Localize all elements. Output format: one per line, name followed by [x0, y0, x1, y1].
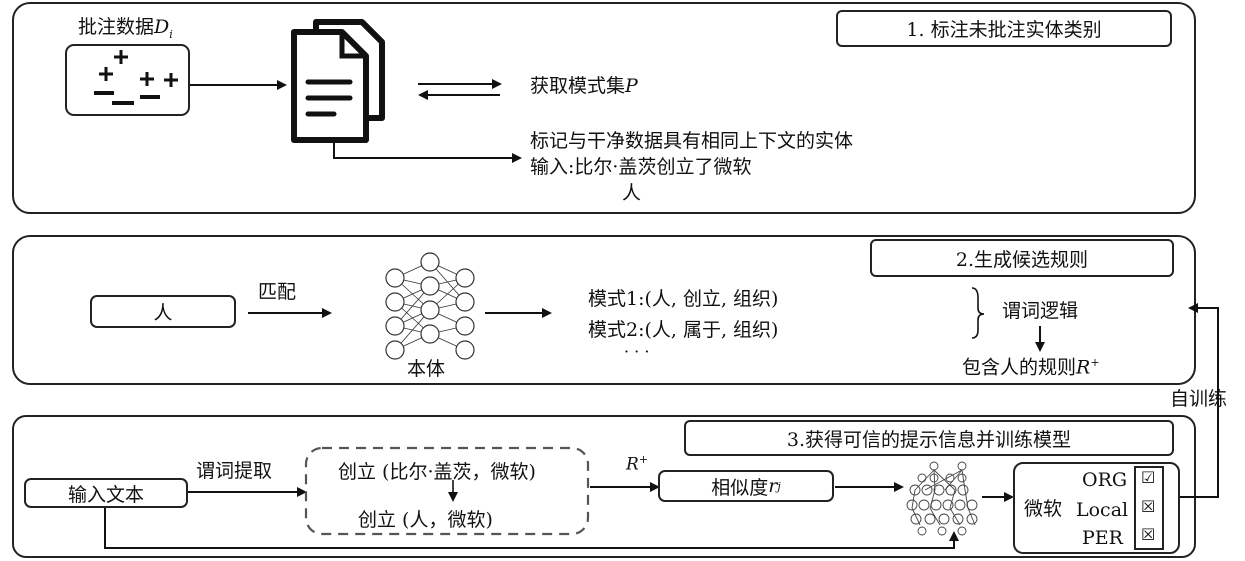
r-plus-sup: +: [638, 453, 649, 466]
checkbox-column: [1134, 466, 1164, 550]
triple-typed: 创立 (人，微软): [358, 509, 493, 531]
r-plus-var: R: [626, 454, 639, 475]
panel3-title: 3.获得可信的提示信息并训练模型: [684, 420, 1174, 456]
annotated-data-sub: i: [169, 27, 173, 41]
rules-label: 包含人的规则R+: [962, 357, 1100, 377]
dashed-triples-box: [304, 446, 590, 536]
label-per: PER: [1082, 527, 1123, 549]
entity-word: 微软: [1024, 498, 1063, 520]
rules-sup: +: [1090, 356, 1100, 369]
checkbox-per-icon: ☒: [1141, 525, 1156, 544]
rules-text: 包含人的规则: [962, 356, 1077, 379]
small-network: [906, 461, 978, 536]
panel-annotate: [12, 2, 1196, 214]
arrow-input-bypass: [104, 507, 959, 549]
annotated-data-var: D: [154, 16, 170, 38]
pattern-1: 模式1:(人, 创立, 组织): [588, 288, 779, 310]
panel-train-model: [12, 415, 1196, 558]
person-tag: 人: [622, 182, 642, 204]
predicate-logic-label: 谓词逻辑: [1002, 300, 1079, 322]
r-plus-label: R+: [626, 454, 648, 474]
match-label: 匹配: [258, 281, 297, 303]
similarity-text: 相似度: [711, 476, 769, 499]
rules-var: R: [1076, 356, 1091, 379]
entity-person-box: 人: [90, 295, 236, 328]
arrow-doc-to-mark: [333, 140, 522, 163]
brace: [971, 287, 985, 339]
plus-minus-marks: [94, 50, 178, 105]
similarity-var: r: [768, 475, 778, 497]
predicate-extract-label: 谓词提取: [196, 460, 273, 482]
self-train-label: 自训练: [1170, 388, 1228, 410]
ontology-label: 本体: [407, 358, 446, 380]
mark-entities-text: 标记与干净数据具有相同上下文的实体: [530, 130, 854, 152]
input-text-box: 输入文本: [24, 478, 188, 508]
panel1-title: 1. 标注未批注实体类别: [836, 10, 1172, 47]
get-patterns-text: 获取模式集: [530, 75, 626, 97]
pattern-ellipsis: · · ·: [624, 342, 650, 361]
classification-box: [1013, 462, 1180, 554]
annotated-data-text: 批注数据: [78, 16, 155, 38]
annotated-data-box: [65, 44, 190, 116]
label-org: ORG: [1082, 469, 1128, 491]
pattern-2: 模式2:(人, 属于, 组织): [588, 319, 779, 341]
checkbox-org-icon: ☑: [1141, 468, 1156, 487]
arrow-self-train: [1180, 303, 1219, 498]
triple-original: 创立 (比尔·盖茨，微软): [338, 461, 536, 483]
checkbox-local-icon: ☒: [1141, 497, 1156, 516]
ontology-network: [385, 252, 475, 360]
get-patterns-label: 获取模式集P: [530, 77, 638, 96]
document-icon: [291, 19, 385, 143]
get-patterns-var: P: [625, 75, 638, 97]
label-local: Local: [1076, 499, 1129, 521]
panel2-title: 2.生成候选规则: [870, 239, 1174, 277]
similarity-sub: j: [777, 479, 781, 493]
input-sentence-text: 输入:比尔·盖茨创立了微软: [530, 156, 752, 178]
annotated-data-label: 批注数据Di: [78, 18, 173, 40]
